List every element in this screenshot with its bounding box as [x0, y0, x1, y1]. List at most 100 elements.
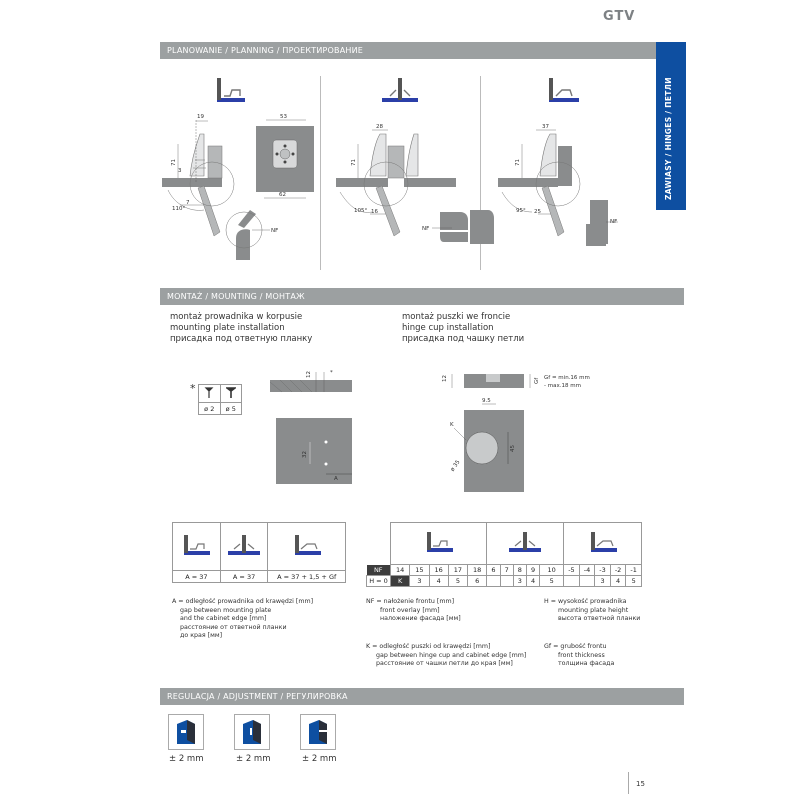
- svg-text:53: 53: [280, 114, 287, 120]
- a-value-2: A = 37: [219, 570, 269, 583]
- nf-cell: 14: [389, 564, 411, 576]
- k-cell: 5: [447, 575, 469, 587]
- legend-a-line: and the cabinet edge [mm]: [180, 615, 267, 622]
- nf-label: NF: [366, 564, 391, 576]
- screw-large-icon: [219, 384, 242, 403]
- svg-text:12: 12: [442, 375, 448, 382]
- a-table-icon-half-overlay: [219, 522, 269, 571]
- page-number-rule: [628, 772, 629, 794]
- svg-text:NF: NF: [271, 228, 278, 234]
- hinge-cup-text-ru: присадка под чашку петли: [402, 334, 525, 344]
- nf-table-icon-half-overlay: [486, 522, 565, 565]
- legend-nf-line: front overlay [mm]: [380, 606, 440, 614]
- k-cell: 6: [467, 575, 488, 587]
- k-cell: 4: [609, 575, 627, 587]
- k-cell: 5: [539, 575, 565, 587]
- a-table-icon-inset: [267, 522, 346, 571]
- legend-h-line: H = wysokość prowadnika: [544, 598, 627, 605]
- k-cell: [563, 575, 580, 587]
- k-cell: 3: [594, 575, 611, 587]
- screw-asterisk: *: [190, 382, 196, 395]
- hinge-cup-text-en: hinge cup installation: [402, 323, 494, 333]
- screw-diameter-large: ø 5: [219, 402, 242, 415]
- mounting-plate-text: montaż prowadnika w korpusie mounting pl…: [170, 312, 312, 345]
- section-bar-mounting: MONTAŻ / MOUNTING / МОНТАЖ: [160, 288, 684, 305]
- nf-table-icon-inset: [563, 522, 642, 565]
- hinge-cup-text-pl: montaż puszki we froncie: [402, 312, 511, 322]
- nf-cell: 18: [467, 564, 488, 576]
- adjust-side-icon: [168, 714, 204, 750]
- hinge-cup-text: montaż puszki we froncie hinge cup insta…: [402, 312, 524, 345]
- gf-min: Gf = min.16 mm: [544, 375, 590, 381]
- screw-small-icon: [198, 384, 221, 403]
- nf-cell: 17: [447, 564, 469, 576]
- screw-table: ø 2 ø 5: [198, 384, 242, 415]
- k-cell: 5: [625, 575, 642, 587]
- nf-cell: -2: [609, 564, 627, 576]
- legend-h-line: mounting plate height: [558, 606, 629, 614]
- h-label: H = 0: [366, 575, 391, 587]
- mounting-plate-text-en: mounting plate installation: [170, 323, 285, 333]
- legend-nf-line: NF = nałożenie frontu [mm]: [366, 598, 455, 605]
- adjust-side-value: ± 2 mm: [169, 754, 204, 764]
- k-cell: [578, 575, 596, 587]
- svg-text:19: 19: [197, 114, 204, 120]
- svg-text:105°: 105°: [354, 208, 367, 214]
- nf-cell: 9: [525, 564, 541, 576]
- hinge-cup-drawing: 12 Gf Gf = min.16 mm - max.18 mm 9.5 K ø…: [442, 374, 590, 492]
- svg-text:NF: NF: [422, 226, 429, 232]
- legend-gf-line: Gf = grubość frontu: [544, 643, 607, 650]
- planning-diagram-3: 28 71 16 105° NF: [336, 124, 494, 244]
- svg-text:28: 28: [376, 124, 383, 130]
- svg-text:37: 37: [542, 124, 549, 130]
- legend-h: H = wysokość prowadnika mounting plate h…: [544, 598, 640, 624]
- svg-text:71: 71: [515, 159, 521, 166]
- svg-text:9.5: 9.5: [482, 398, 491, 404]
- legend-h-line: высота ответной планки: [558, 615, 641, 622]
- hinge-type-inset-icon: [549, 78, 579, 102]
- divider: [320, 76, 321, 270]
- a-table-icon-full-overlay: [172, 522, 221, 571]
- svg-text:16: 16: [371, 209, 378, 215]
- svg-text:95°: 95°: [516, 208, 526, 214]
- planning-diagram-1: 19 71 3 7 110° NF: [162, 114, 278, 260]
- nf-cell: -3: [594, 564, 611, 576]
- hinge-type-full-overlay-icon: [217, 78, 245, 102]
- svg-text:NF: NF: [610, 219, 617, 225]
- brand-logo: GTV: [603, 9, 636, 24]
- k-cell: 3: [512, 575, 527, 587]
- legend-k: K = odległość puszki od krawędzi [mm] ga…: [366, 643, 526, 669]
- legend-a: A = odległość prowadnika od krawędzi [mm…: [172, 598, 313, 641]
- svg-text:62: 62: [279, 192, 286, 198]
- nf-cell: 16: [428, 564, 449, 576]
- svg-text:K: K: [450, 422, 454, 428]
- svg-text:45: 45: [510, 445, 516, 452]
- legend-gf: Gf = grubość frontu front thickness толщ…: [544, 643, 614, 669]
- legend-gf-line: толщина фасада: [558, 660, 615, 667]
- gf-max: - max.18 mm: [544, 383, 581, 389]
- k-cell: 4: [428, 575, 449, 587]
- nf-cell: -1: [625, 564, 642, 576]
- svg-text:12: 12: [306, 371, 312, 378]
- planning-diagrams: 19 71 3 7 110° NF 53 62: [162, 78, 618, 260]
- legend-a-line: расстояние от ответной планки: [180, 623, 287, 631]
- a-value-3: A = 37 + 1,5 + Gf: [267, 570, 346, 583]
- hinge-type-half-overlay-icon: [382, 78, 418, 102]
- planning-diagram-4: 37 71 25 95° NF: [498, 124, 618, 246]
- svg-text:7: 7: [186, 200, 190, 206]
- mounting-plate-text-ru: присадка под ответную планку: [170, 334, 313, 344]
- legend-k-line: расстояние от чашки петли до края [мм]: [376, 660, 513, 667]
- nf-cell: 10: [539, 564, 565, 576]
- legend-nf-line: наложение фасада [мм]: [380, 615, 461, 622]
- svg-text:25: 25: [534, 209, 541, 215]
- a-value-1: A = 37: [172, 570, 221, 583]
- svg-text:3: 3: [178, 168, 182, 174]
- legend-k-line: K = odległość puszki od krawędzi [mm]: [366, 643, 491, 650]
- nf-table-icon-full-overlay: [389, 522, 488, 565]
- divider: [480, 76, 481, 270]
- k-cell: 4: [525, 575, 541, 587]
- legend-a-line: gap between mounting plate: [180, 606, 272, 614]
